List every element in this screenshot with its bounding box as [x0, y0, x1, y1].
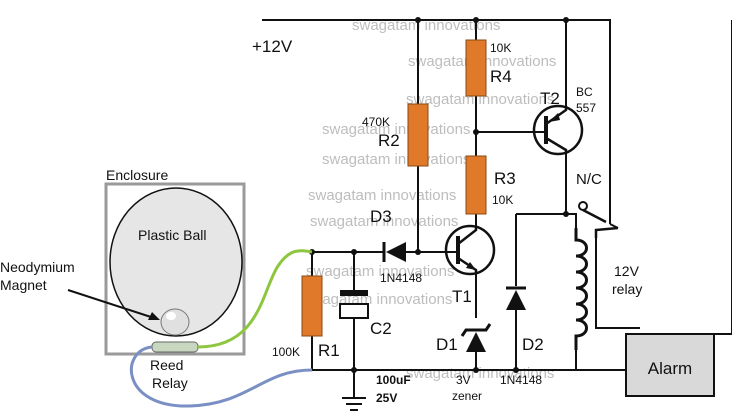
watermark: swagatam innovations — [406, 91, 554, 108]
junctions — [309, 17, 569, 373]
emitter-arrow — [466, 262, 476, 270]
resistor-r1 — [301, 275, 323, 337]
t2-name: T2 — [540, 89, 560, 108]
relay-armature — [594, 226, 619, 238]
watermark: swagatam innovations — [306, 263, 454, 280]
r4-name: R4 — [490, 67, 512, 86]
diode-d3 — [382, 242, 406, 262]
t2-collector-wire — [565, 152, 577, 228]
watermark: swagatam innovations — [352, 17, 500, 34]
transistor-collector — [457, 226, 478, 245]
zener-body — [466, 332, 486, 352]
coil-winding — [574, 228, 588, 350]
d2-name: D2 — [522, 335, 544, 354]
zener-bar — [460, 323, 492, 337]
relay-switch — [578, 201, 619, 238]
green-wire — [197, 249, 313, 349]
d1-part: zener — [452, 389, 482, 403]
reed-relay — [151, 341, 199, 353]
ground-symbol — [342, 397, 366, 411]
junction-dot — [415, 249, 421, 255]
plastic-ball-label: Plastic Ball — [138, 227, 206, 243]
junction-dot — [513, 367, 519, 373]
resistor-r4 — [465, 39, 487, 97]
watermark: swagatam innovations — [308, 187, 456, 204]
r2-value: 470K — [362, 115, 390, 129]
t1-name: T1 — [452, 287, 472, 306]
alarm-body — [625, 333, 715, 397]
capacitor-plate — [340, 290, 368, 296]
reed-label: Reed — [150, 357, 183, 373]
diode-body — [506, 290, 526, 310]
junction-dot — [351, 249, 357, 255]
transistor-collector — [545, 136, 568, 152]
neodymium-magnet — [160, 308, 190, 336]
relay-label: relay — [612, 281, 642, 297]
blue-wire — [129, 345, 313, 408]
watermark: swagatam innovations — [322, 151, 470, 168]
reed-label: Relay — [152, 375, 188, 391]
junction-dot — [415, 17, 421, 23]
enclosure-box — [104, 182, 246, 356]
relay-coil — [574, 228, 588, 350]
resistor-r3 — [465, 155, 487, 215]
magnet-label: Neodymium — [0, 259, 75, 275]
junction-dot — [563, 211, 569, 217]
relay-contact-arm — [582, 208, 607, 224]
alarm-label: Alarm — [648, 359, 692, 378]
junction-dot — [473, 367, 479, 373]
transistor-t1 — [444, 224, 496, 276]
c2-name: C2 — [370, 319, 392, 338]
enclosure — [104, 182, 246, 356]
r2-name: R2 — [378, 131, 400, 150]
relay-nc-label: N/C — [576, 171, 602, 188]
r1-name: R1 — [318, 341, 340, 360]
emitter-arrow — [549, 113, 560, 122]
watermark: swagatam innovations — [310, 213, 458, 230]
supply-rail — [262, 19, 611, 224]
junction-dot — [351, 367, 357, 373]
diode-d2 — [506, 286, 526, 310]
r3-value: 10K — [492, 193, 513, 207]
enclosure-label: Enclosure — [106, 167, 168, 183]
alarm-box: Alarm — [625, 333, 715, 397]
plastic-ball — [109, 187, 243, 337]
r1-value: 100K — [272, 345, 300, 359]
resistor-r2 — [407, 103, 429, 167]
capacitor-c2 — [339, 290, 369, 319]
zener-d1 — [460, 323, 492, 352]
capacitor-plate — [339, 303, 369, 319]
magnet-pointer — [67, 289, 160, 320]
c2-value: 100uF — [376, 373, 411, 387]
watermark: swagatam innovations — [304, 291, 452, 308]
c2-value: 25V — [376, 391, 397, 405]
d3-name: D3 — [370, 207, 392, 226]
transistor-t2 — [532, 104, 584, 156]
magnet-label: Magnet — [0, 277, 47, 293]
junction-dot — [473, 129, 479, 135]
diode-body — [386, 242, 406, 262]
junction-dot — [473, 17, 479, 23]
resistors — [301, 39, 487, 337]
watermark-layer: swagatam innovations swagatam innovation… — [304, 17, 556, 382]
transistor-body — [444, 224, 496, 276]
relay-contact — [578, 201, 588, 211]
transistor-body — [532, 104, 584, 156]
r3-name: R3 — [494, 169, 516, 188]
watermark: swagatam innovations — [322, 121, 470, 138]
supply-label: +12V — [252, 37, 293, 56]
t2-part: BC — [576, 85, 593, 99]
d3-part: 1N4148 — [380, 271, 422, 285]
r4-value: 10K — [490, 41, 511, 55]
d2-part: 1N4148 — [500, 373, 542, 387]
junction-dot — [563, 17, 569, 23]
t2-part: 557 — [576, 101, 596, 115]
d1-name: D1 — [436, 335, 458, 354]
relay-label: 12V — [614, 263, 640, 279]
d1-part: 3V — [456, 373, 471, 387]
